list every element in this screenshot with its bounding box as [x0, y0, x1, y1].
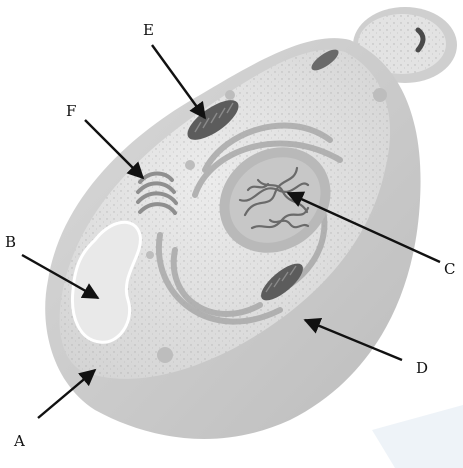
label-d: D: [416, 359, 428, 377]
label-f: F: [66, 102, 76, 120]
watermark-shape: [372, 405, 463, 468]
label-a: A: [13, 432, 25, 450]
label-b: B: [5, 233, 16, 251]
label-c: C: [444, 260, 455, 278]
label-e: E: [143, 21, 154, 39]
arrow-e: [152, 45, 205, 118]
